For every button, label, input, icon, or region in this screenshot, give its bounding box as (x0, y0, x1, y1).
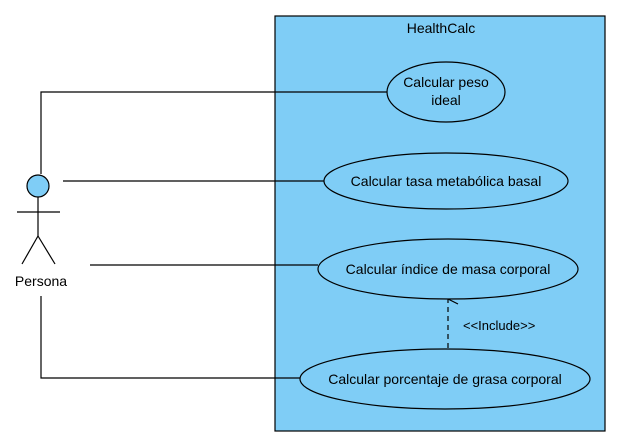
include-label: <<Include>> (463, 318, 535, 333)
usecase-tasa-metabolica-label: Calcular tasa metabólica basal (351, 173, 542, 189)
usecase-peso-ideal-label-2: ideal (431, 92, 461, 108)
actor-left-leg (21, 235, 39, 265)
actor-persona (17, 174, 60, 265)
association-peso-ideal (40, 91, 387, 174)
actor-right-leg (37, 235, 56, 265)
usecase-tasa-metabolica (323, 152, 569, 210)
usecase-grasa-corporal (299, 348, 591, 410)
actor-head (26, 174, 50, 198)
system-title: HealthCalc (407, 20, 475, 36)
usecase-imc (317, 238, 579, 300)
actor-label: Persona (15, 273, 67, 289)
usecase-imc-label: Calcular índice de masa corporal (346, 261, 551, 277)
usecase-peso-ideal-label-1: Calcular peso (403, 74, 489, 90)
usecase-peso-ideal (386, 61, 506, 123)
association-grasa-corporal (40, 296, 300, 379)
usecase-grasa-corporal-label: Calcular porcentaje de grasa corporal (328, 371, 561, 387)
